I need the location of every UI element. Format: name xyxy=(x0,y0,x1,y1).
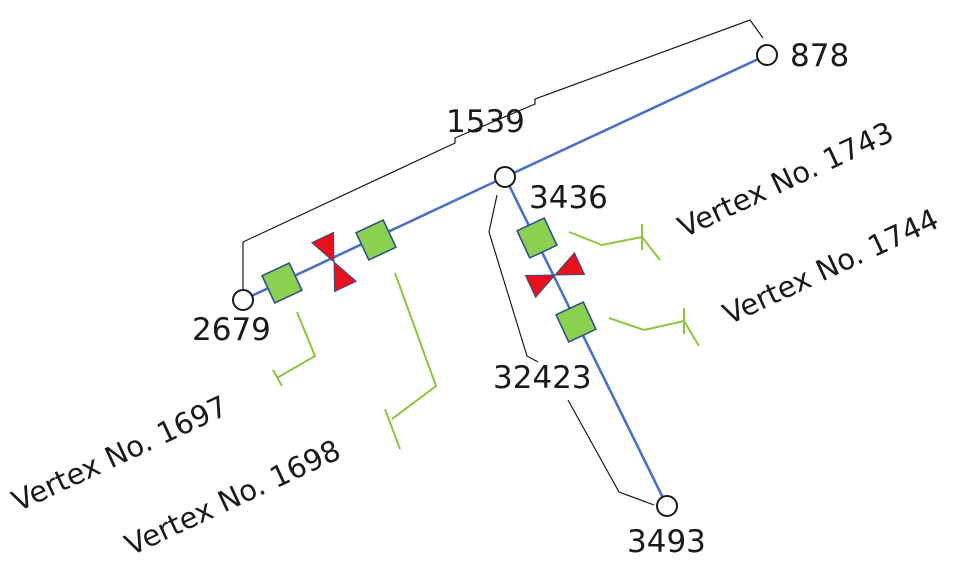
vertex-marker-1698 xyxy=(355,219,397,261)
node-1539-icon xyxy=(494,166,516,188)
leader-1697 xyxy=(276,311,317,379)
leader-1743 xyxy=(568,231,661,261)
node-label-3436: 3436 xyxy=(529,180,608,216)
valve-icon xyxy=(524,251,586,299)
vertex-marker-1744 xyxy=(555,301,597,343)
leader-1744 xyxy=(608,317,700,347)
node-label-878: 878 xyxy=(790,38,849,74)
node-2679-icon xyxy=(232,289,254,311)
node-3493-icon xyxy=(656,495,678,517)
vertex-label-1743: Vertex No. 1743 xyxy=(673,115,899,245)
leader-1698-tick xyxy=(384,408,401,450)
span-bracket-32423-lower xyxy=(567,399,655,506)
span-label-1539: 1539 xyxy=(446,104,525,140)
vertex-label-1744: Vertex No. 1744 xyxy=(718,202,944,332)
leader-1698 xyxy=(391,272,438,420)
vertex-marker-1743 xyxy=(516,217,558,259)
valve-icon xyxy=(310,231,358,293)
span-bracket-1539 xyxy=(242,19,764,292)
pipe-1539-878 xyxy=(504,53,768,179)
node-label-2679: 2679 xyxy=(192,312,271,348)
node-878-icon xyxy=(756,44,778,66)
span-bracket-32423 xyxy=(488,194,539,363)
vertex-marker-1697 xyxy=(261,262,303,304)
node-label-3493: 3493 xyxy=(627,524,706,560)
span-label-32423: 32423 xyxy=(493,360,592,396)
leader-1697-tick xyxy=(272,369,283,387)
